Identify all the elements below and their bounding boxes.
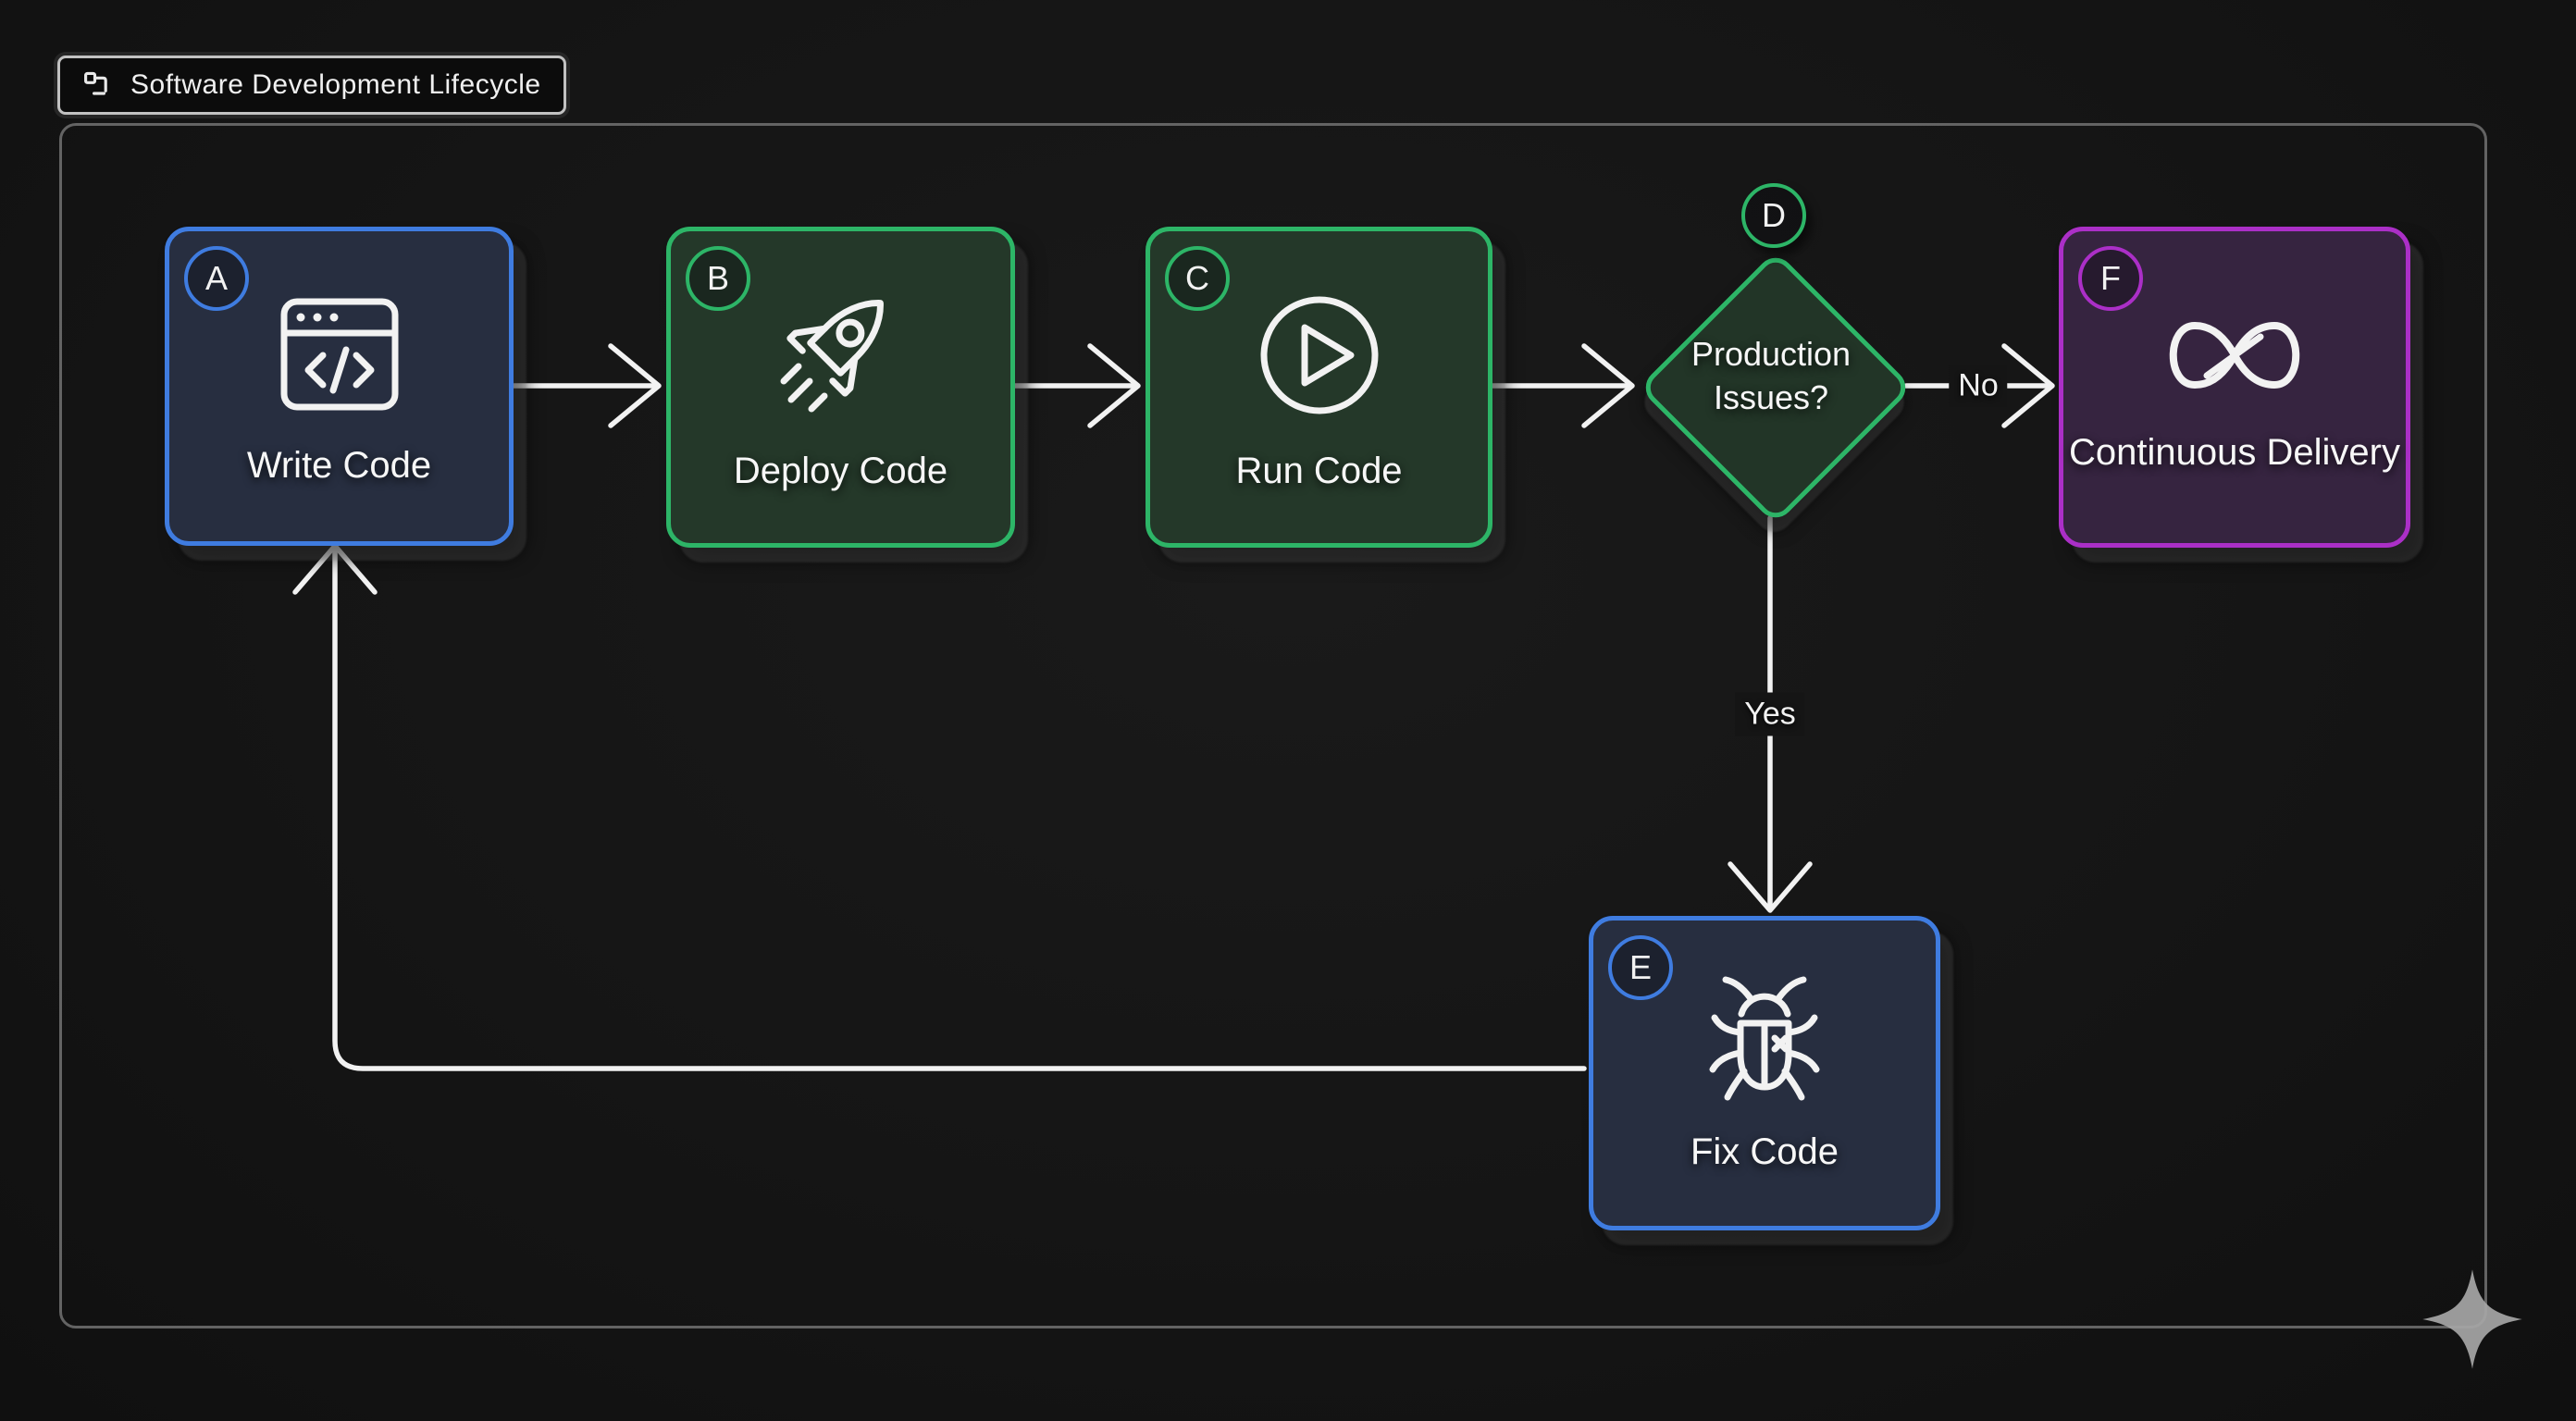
- node-d-badge-letter: D: [1762, 196, 1786, 234]
- infinity-icon: [2169, 321, 2300, 389]
- flow-connector-icon: [84, 71, 107, 95]
- node-b-label: Deploy Code: [733, 450, 948, 491]
- node-f-badge-letter: F: [2100, 259, 2121, 297]
- node-d-label: Production Issues?: [1690, 335, 1852, 416]
- node-a-label: Write Code: [246, 444, 432, 486]
- connector-c-to-d: [1485, 343, 1635, 428]
- sparkle-icon: [2422, 1269, 2522, 1369]
- node-d-badge: D: [1741, 183, 1806, 248]
- node-e-badge: E: [1608, 935, 1673, 1000]
- node-a-badge: A: [184, 246, 249, 311]
- node-continuous-delivery[interactable]: F Continuous Delivery: [2059, 227, 2410, 548]
- node-a-badge-letter: A: [204, 259, 228, 297]
- node-c-label: Run Code: [1235, 450, 1403, 491]
- node-run-code[interactable]: C Run Code: [1146, 227, 1492, 548]
- node-f-label: Continuous Delivery: [2069, 431, 2400, 473]
- node-e-label: Fix Code: [1690, 1131, 1839, 1172]
- connector-e-to-a: [292, 543, 1587, 1071]
- node-f-badge: F: [2078, 246, 2143, 311]
- edge-label-no: No: [1949, 364, 2008, 408]
- node-c-badge-letter: C: [1185, 259, 1209, 297]
- edge-label-yes: Yes: [1735, 692, 1805, 736]
- node-c-badge: C: [1165, 246, 1230, 311]
- page-title: Software Development Lifecycle: [130, 69, 541, 100]
- rocket-icon: [780, 299, 884, 412]
- node-write-code[interactable]: A Write Code: [165, 227, 514, 546]
- connector-a-to-b: [506, 343, 662, 428]
- node-e-badge-letter: E: [1629, 948, 1652, 986]
- play-icon: [1260, 296, 1378, 414]
- connector-b-to-c: [1008, 343, 1141, 428]
- diagram-title-chip: Software Development Lifecycle: [57, 56, 566, 115]
- node-b-badge-letter: B: [706, 259, 729, 297]
- node-fix-code[interactable]: E Fix Code: [1589, 916, 1940, 1230]
- code-window-icon: [280, 298, 398, 410]
- node-deploy-code[interactable]: B Deploy Code: [666, 227, 1015, 548]
- node-b-badge: B: [686, 246, 750, 311]
- bug-icon: [1709, 976, 1820, 1101]
- diagram-frame: [59, 123, 2487, 1328]
